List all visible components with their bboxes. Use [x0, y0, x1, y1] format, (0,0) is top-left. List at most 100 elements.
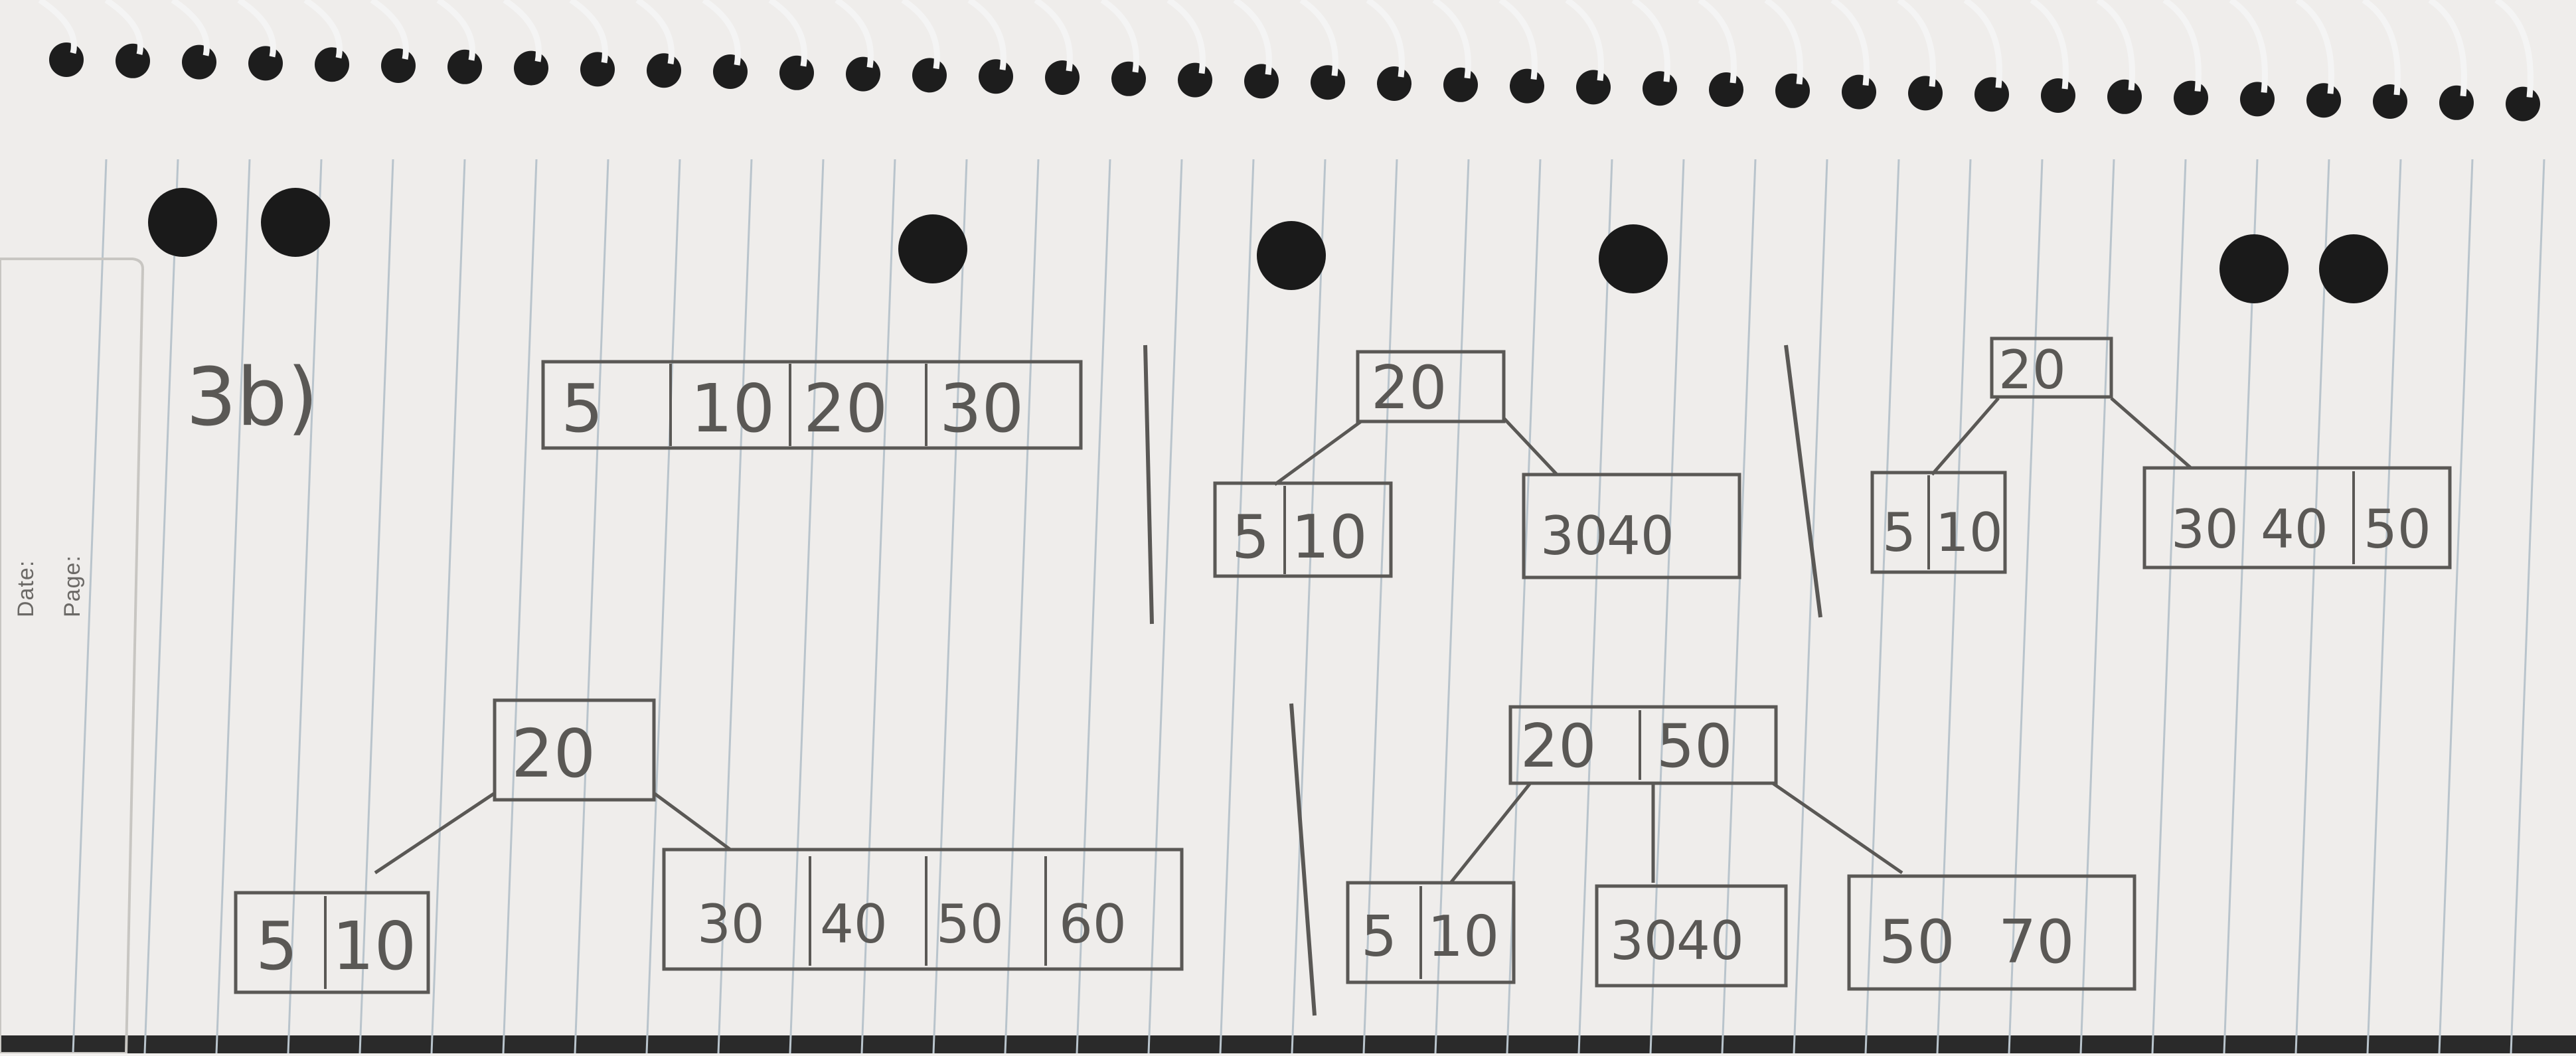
ruled-line [2151, 159, 2187, 1054]
step1-key-4: 30 [939, 370, 1024, 447]
step2-left-node [1213, 481, 1393, 578]
step4-left-node [234, 891, 430, 994]
spiral-hole [447, 49, 482, 84]
ruled-line [2008, 159, 2044, 1054]
spiral-coil [1565, 0, 1604, 81]
spiral-coil [171, 0, 210, 56]
page-bottom-shadow [0, 1035, 2576, 1053]
ruled-line [215, 159, 251, 1054]
spiral-hole [1244, 64, 1279, 99]
spiral-coil [1034, 0, 1073, 72]
punched-hole [2319, 234, 2388, 303]
ruled-line [72, 159, 108, 1054]
step3-right-node [2142, 466, 2452, 569]
step3-right-key-2: 40 [2261, 498, 2328, 560]
step1-key-2: 10 [690, 370, 775, 447]
step3-tree: 20 5 10 30 40 50 [1870, 337, 2452, 574]
spiral-hole [2107, 79, 2142, 114]
step2-right-key-1: 30 [1540, 505, 1608, 567]
ruled-line [1147, 159, 1183, 1054]
spiral-hole [514, 50, 548, 86]
step4-left-key-2: 10 [332, 907, 416, 985]
ruled-line [2510, 159, 2545, 1054]
step5-left-node [1346, 881, 1516, 984]
spiral-coil [1432, 0, 1471, 79]
step3-left-node [1870, 471, 2007, 574]
spiral-coil [2096, 0, 2135, 91]
step4-right-node [662, 848, 1184, 971]
punched-hole [898, 214, 967, 283]
step4-left-key-1: 5 [256, 907, 298, 985]
spiral-hole [1111, 61, 1146, 96]
spiral-coil [1498, 0, 1538, 80]
spiral-coil [2428, 0, 2467, 97]
step5-right-key-1: 50 [1879, 907, 1955, 977]
ruled-line [2294, 159, 2330, 1054]
ruled-line [1434, 159, 1470, 1054]
ruled-line [1864, 159, 1900, 1054]
spiral-binding [38, 0, 2540, 121]
step3-root-node [1990, 337, 2113, 399]
spiral-hole [1178, 62, 1212, 98]
ruled-line [574, 159, 609, 1054]
spiral-hole [2240, 82, 2275, 117]
spiral-coil [967, 0, 1006, 70]
spiral-hole [1974, 77, 2009, 112]
spiral-coil [1698, 0, 1737, 84]
step4-tree: 20 5 10 30 40 50 60 [234, 698, 1184, 994]
spiral-hole [315, 47, 349, 82]
ruled-line [2079, 159, 2115, 1054]
step5-middle-key-2: 40 [1676, 910, 1744, 972]
spiral-hole [1643, 71, 1677, 106]
spiral-coil [503, 0, 542, 62]
spiral-hole [49, 42, 84, 77]
step2-left-key-2: 10 [1291, 502, 1368, 572]
spiral-hole [912, 58, 947, 93]
step4-right-key-2: 40 [820, 893, 888, 955]
spiral-coil [835, 0, 874, 68]
step5-root-node [1508, 705, 1778, 785]
ruled-line [645, 159, 681, 1054]
spiral-coil [1963, 0, 2002, 88]
ruled-line [1721, 159, 1757, 1054]
spiral-hole [1842, 74, 1876, 110]
spiral-coil [1167, 0, 1206, 74]
ruled-line [359, 159, 394, 1054]
spiral-coil [2162, 0, 2202, 92]
spiral-coil [2229, 0, 2268, 93]
step4-root-node [493, 698, 656, 802]
step2-left-key-1: 5 [1232, 502, 1269, 572]
spiral-hole [1576, 70, 1611, 105]
step2-tree: 20 5 10 30 40 [1213, 350, 1741, 579]
step3-left-key-1: 5 [1882, 502, 1916, 564]
spiral-coil [1830, 0, 1870, 86]
punched-hole [148, 188, 217, 257]
ruled-line [860, 159, 896, 1054]
step5-left-key-1: 5 [1361, 904, 1397, 970]
spiral-hole [779, 55, 814, 90]
spiral-coil [2295, 0, 2334, 94]
spiral-coil [1233, 0, 1272, 76]
ruled-lines [72, 159, 2545, 1054]
ruled-line [287, 159, 323, 1054]
spiral-hole [1709, 72, 1743, 107]
spiral-hole [846, 56, 880, 92]
spiral-coil [569, 0, 608, 64]
step3-right-key-1: 30 [2171, 498, 2239, 560]
spiral-hole [713, 54, 748, 89]
step5-tree: 20 50 5 10 30 40 50 70 [1346, 705, 2136, 991]
spiral-hole [2506, 86, 2540, 121]
spiral-coil [1299, 0, 1338, 76]
spiral-coil [2362, 0, 2401, 96]
step1-node: 5 10 20 30 [541, 360, 1083, 450]
spiral-hole [1908, 76, 1943, 111]
spiral-coil [237, 0, 276, 58]
ruled-line [2366, 159, 2402, 1054]
step5-right-key-2: 70 [1998, 907, 2075, 977]
spiral-coil [1897, 0, 1936, 87]
spiral-coil [768, 0, 807, 67]
separator-3 [1289, 703, 1317, 1016]
spiral-hole [647, 53, 681, 88]
ruled-line [2438, 159, 2474, 1054]
